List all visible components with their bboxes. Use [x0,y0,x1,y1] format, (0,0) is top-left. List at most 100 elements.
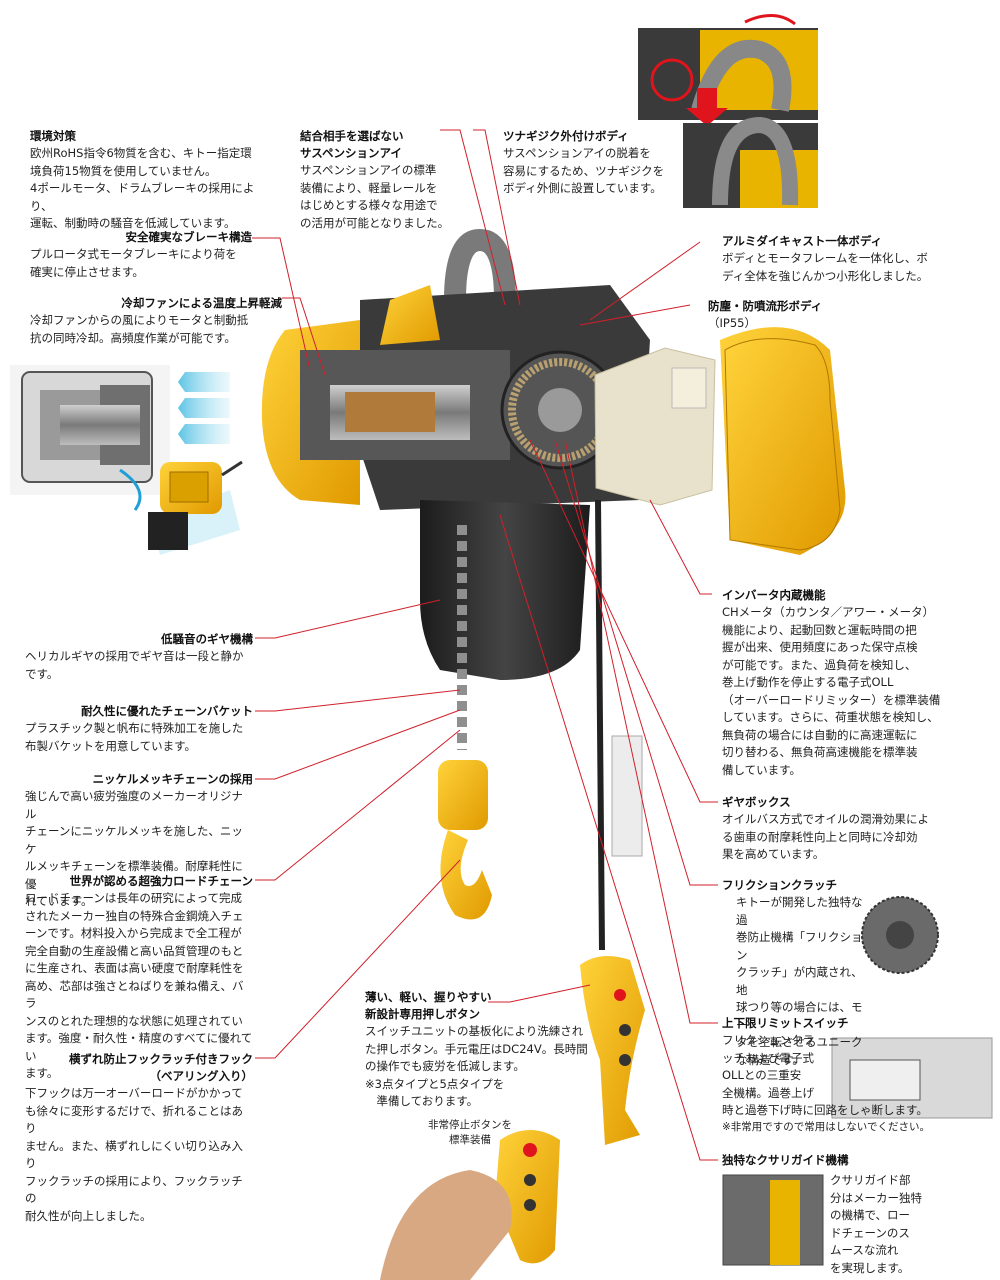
inverter-line: （オーバーロードリミッター）を標準装備 [722,692,941,707]
hook-line: ません。また、横ずれしにくい切り込み入り [25,1138,243,1171]
nickel-line: れています。 [25,894,93,908]
gear-line: です。 [25,666,59,681]
limit-note: ※非常用ですので常用はしないでください。 [722,1120,930,1133]
gearbox-line: 果を高めています。 [722,847,825,861]
hook-section: 横ずれ防止フックラッチ付きフック （ベアリング入り） 下フックは万一オーバーロー… [25,1051,253,1225]
loadchain-line: ます。 [25,1066,59,1080]
inverter-line: 握が出来、使用頻度にあった保守点検 [722,640,918,654]
clutch-title: フリクションクラッチ [722,878,837,892]
cooling-line: 抗の同時冷却。高頻度作業が可能です。 [30,330,236,345]
inverter-line: しています。さらに、荷重状態を検知し、 [722,710,939,724]
hook-line: フックラッチの採用により、フックラッチの [25,1173,243,1206]
inverter-line: 巻上げ動作を停止する電子式OLL [722,675,894,689]
pin-title: ツナギジク外付けボディ [503,129,629,143]
env-title: 環境対策 [30,129,76,143]
nickel-title: ニッケルメッキチェーンの採用 [92,772,253,786]
env-line: 運転、制動時の騒音を低減しています。 [30,216,236,230]
dust-section: 防塵・防噴流形ボディ （IP55） [708,298,868,333]
cooling-fan-cutaway [10,365,170,511]
env-line: 4ポールモータ、ドラムブレーキの採用により、 [30,181,255,213]
nickel-line: ルメッキチェーンを標準装備。耐摩耗性に優 [25,859,243,891]
coupling-line: 装備により、軽量レールを [300,180,438,195]
limit-line: 全機構。過巻上げ [722,1085,814,1100]
guide-line: の機構で、ロー [830,1208,911,1222]
pin-line: ボディ外側に設置しています。 [503,181,662,195]
button-line: スイッチユニットの基板化により洗練され [365,1024,584,1038]
chain-guide-photo [722,1174,824,1266]
inverter-line: 切り替わる、無負荷高速機能を標準装 [722,745,918,759]
gear-line: ヘリカルギヤの採用でギヤ音は一段と静か [25,649,244,663]
estop-caption: 非常停止ボタンを 標準装備 [420,1118,520,1148]
button-subtitle: 新設計専用押しボタン [365,1007,480,1021]
dust-line: （IP55） [708,316,756,330]
guide-section: 独特なクサリガイド機構 [722,1152,992,1169]
limit-switch-photo [831,1037,993,1119]
estop-line: 標準装備 [449,1134,491,1146]
button-title: 薄い、軽い、握りやすい [365,990,492,1004]
alu-title: アルミダイキャスト一体ボディ [722,234,883,248]
cooling-section: 冷却ファンによる温度上昇軽減 冷却ファンからの風によりモータと制動抵 抗の同時冷… [20,295,282,347]
env-line: 境負荷15物質を使用していません。 [30,163,217,178]
loadchain-line: ロードチェーンは長年の研究によって完成 [25,891,243,905]
loadchain-line: ンスのとれた理想的な状態に処理されてい [25,1013,243,1028]
gearbox-line: る歯車の耐摩耗性向上と同時に冷却効 [722,829,918,844]
loadchain-line: ます。強度・耐久性・精度のすべてに優れてい [25,1031,253,1063]
brake-title: 安全確実なブレーキ構造 [125,230,253,244]
clutch-line: タを空転させるユニーク [736,1035,863,1049]
brake-line: 確実に停止させます。 [30,264,144,279]
clutch-section: フリクションクラッチ キトーが開発した独特な過 巻防止機構「フリクション クラッ… [722,877,872,1069]
detached-cover [724,338,841,551]
limit-line: フリクションクラ [722,1033,814,1047]
pin-line: 容易にするため、ツナギジクを [503,163,665,178]
gearbox-title: ギヤボックス [722,795,791,809]
gearbox-section: ギヤボックス オイルバス方式でオイルの潤滑効果によ る歯車の耐摩耗性向上と同時に… [722,794,972,864]
gearbox-line: オイルバス方式でオイルの潤滑効果によ [722,812,929,826]
leader-lines [252,129,718,1161]
button-section: 薄い、軽い、握りやすい 新設計専用押しボタン スイッチユニットの基板化により洗練… [333,989,593,1111]
nickel-line: 強じんで高い疲労強度のメーカーオリジナル [25,789,243,821]
clutch-line: クラッチ」が内蔵され、地 [736,965,863,997]
env-section: 環境対策 欧州RoHS指令6物質を含む、キトー指定環 境負荷15物質を使用してい… [30,128,270,233]
nickel-section: ニッケルメッキチェーンの採用 強じんで高い疲労強度のメーカーオリジナル チェーン… [25,771,253,911]
hook-line: 耐久性が向上しました。 [25,1208,152,1223]
bucket-line: プラスチック製と帆布に特殊加工を施した [25,721,244,735]
guide-line: を実現します。 [830,1260,910,1275]
pin-line: サスペンションアイの脱着を [503,146,651,160]
coupling-line: サスペンションアイの標準 [300,163,437,177]
inverter-line: 備しています。 [722,762,802,777]
suspension-eye-photo-top [638,14,818,120]
inverter-line: が可能です。また、過負荷を検知し、 [722,657,917,672]
pendant-in-hand [380,1130,560,1280]
gear-section: 低騒音のギヤ機構 ヘリカルギヤの採用でギヤ音は一段と静か です。 [25,631,253,683]
loadchain-title: 世界が認める超強力ロードチェーン [69,874,253,888]
clutch-line: 球つり等の場合には、モー [736,1000,863,1032]
guide-body: クサリガイド部 分はメーカー独特 の機構で、ロー ドチェーンのス ムースな流れ … [830,1172,990,1277]
brake-line: プルロータ式モータブレーキにより荷を [30,247,237,261]
clutch-line: な構造です。 [736,1052,804,1067]
button-line: ※3点タイプと5点タイプを [365,1076,505,1091]
coupling-line: はじめとする様々な用途で [300,198,438,212]
down-arrow-icon [686,88,728,126]
nickel-line: チェーンにニッケルメッキを施した、ニッケ [25,824,243,856]
gear-title: 低騒音のギヤ機構 [161,632,253,646]
coupling-title: 結合相手を選ばない [300,129,404,143]
limit-line: ッチおよび電子式 [722,1050,814,1065]
bucket-line: 布製バケットを用意しています。 [25,738,197,753]
cooling-title: 冷却ファンによる温度上昇軽減 [121,296,282,310]
bucket-section: 耐久性に優れたチェーンバケット プラスチック製と帆布に特殊加工を施した 布製バケ… [25,703,253,755]
button-line: 準備しております。 [365,1094,479,1108]
button-line: た押しボタン。手元電圧はDC24V。長時間 [365,1041,588,1056]
limit-section: 上下限リミットスイッチ フリクションクラ ッチおよび電子式 OLLとの三重安 全… [722,1015,992,1135]
inverter-line: CHメータ（カウンタ／アワー・メータ） [722,605,935,619]
bucket-title: 耐久性に優れたチェーンバケット [81,704,253,718]
hook-line: 下フックは万一オーバーロードがかかって [25,1086,243,1100]
inverter-line: 無負荷の場合には自動的に高速運転に [722,727,918,742]
env-line: 欧州RoHS指令6物質を含む、キトー指定環 [30,146,252,160]
estop-line: 非常停止ボタンを [428,1119,512,1131]
alu-section: アルミダイキャスト一体ボディ ボディとモータフレームを一体化し、ボ ディ全体を強… [722,233,962,285]
small-hoist-icon [148,460,243,550]
guide-line: ムースな流れ [830,1243,899,1257]
loadchain-line: 完全自動の生産設備と高い品質管理のもと [25,943,244,958]
coupling-section: 結合相手を選ばない サスペンションアイ サスペンションアイの標準 装備により、軽… [300,128,460,232]
